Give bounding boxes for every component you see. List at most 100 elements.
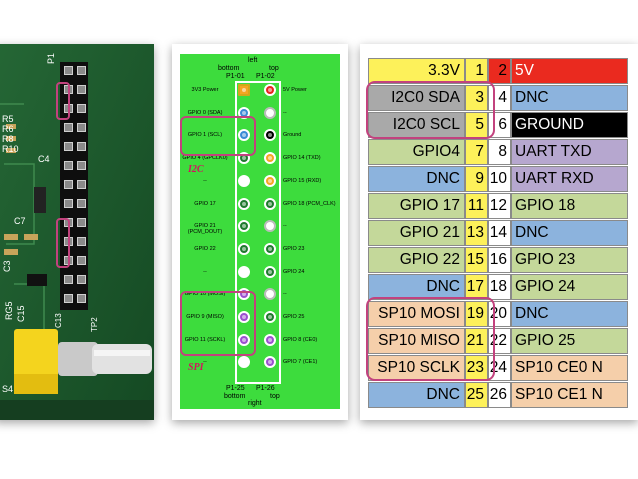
label-p1: P1 <box>46 52 56 64</box>
header-pin <box>77 123 86 132</box>
table-right-name: DNC <box>511 301 628 327</box>
label-bottom-right: top <box>270 393 280 400</box>
table-right-name: 5V <box>511 58 628 84</box>
header-pin <box>77 161 86 170</box>
table-right-name: UART TXD <box>511 139 628 165</box>
header-pin <box>64 66 73 75</box>
table-left-pin-number: 3 <box>465 85 488 111</box>
table-left-pin-number: 11 <box>465 193 488 219</box>
table-right-pin-number: 12 <box>488 193 511 219</box>
label-p1-25: P1-25 <box>226 385 245 392</box>
header-pin <box>64 294 73 303</box>
label-bottom-left: bottom <box>224 393 246 400</box>
diagram-left-label: GPIO 1 (SCL) <box>187 132 223 139</box>
diagram-right-label: GPIO 18 (PCM_CLK) <box>283 200 336 207</box>
label-p1-02: P1-02 <box>256 73 275 80</box>
label-left: left <box>248 57 258 64</box>
header-pin <box>77 180 86 189</box>
diagram-right-pin <box>264 311 276 323</box>
diagram-right-label: -- <box>283 223 287 230</box>
diagram-right-label: GPIO 25 <box>283 314 305 320</box>
label-c3: C3 <box>2 260 12 272</box>
header-pin <box>77 275 86 284</box>
label-r5: R5 <box>2 114 14 124</box>
table-right-pin-number: 10 <box>488 166 511 192</box>
header-pin <box>77 237 86 246</box>
diagram-right-pin <box>264 106 276 119</box>
diagram-i2c-highlight <box>180 116 256 156</box>
diagram-left-label: GPIO 17 <box>194 200 216 207</box>
table-right-name: GROUND <box>511 112 628 138</box>
diagram-left-label: GPIO 11 (SCKL) <box>184 336 226 343</box>
label-c7: C7 <box>14 216 26 226</box>
diagram-header-box <box>235 81 281 384</box>
header-pin <box>77 104 86 113</box>
diagram-left-pin <box>238 311 250 323</box>
diagram-left-label: GPIO 22 <box>194 245 216 252</box>
table-left-name: DNC <box>368 382 465 408</box>
diagram-left-pin <box>238 197 250 210</box>
label-i2c: I2C <box>188 164 204 175</box>
label-p1-01: P1-01 <box>226 73 245 80</box>
table-right-name: SP10 CE1 N <box>511 382 628 408</box>
table-left-name: SP10 SCLK <box>368 355 465 381</box>
label-p1-26: P1-26 <box>256 385 275 392</box>
table-left-name: I2C0 SCL <box>368 112 465 138</box>
table-left-pin-number: 19 <box>465 301 488 327</box>
table-right-name: SP10 CE0 N <box>511 355 628 381</box>
diagram-right-pin <box>264 242 276 255</box>
table-right-pin-number: 14 <box>488 220 511 246</box>
diagram-right-pin <box>264 220 276 233</box>
diagram-left-pin <box>238 84 250 96</box>
header-pin <box>64 180 73 189</box>
header-spi-highlight <box>56 218 70 268</box>
diagram-left-pin <box>238 220 250 233</box>
diagram-right-label: GPIO 15 (RXD) <box>283 177 322 184</box>
table-left-pin-number: 15 <box>465 247 488 273</box>
table-right-name: GPIO 25 <box>511 328 628 354</box>
label-tp2: TP2 <box>90 317 99 332</box>
diagram-spi-highlight <box>180 291 256 356</box>
header-pin <box>64 199 73 208</box>
table-left-name: 3.3V <box>368 58 465 84</box>
label-spi: SPI <box>188 362 204 373</box>
header-i2c-highlight <box>56 82 70 120</box>
diagram-right-label: GPIO 23 <box>283 245 305 252</box>
table-right-name: GPIO 23 <box>511 247 628 273</box>
table-left-name: GPIO 22 <box>368 247 465 273</box>
diagram-left-label: GPIO 10 (MOSI) <box>184 291 226 298</box>
label-col-left-top: bottom <box>218 65 240 72</box>
table-right-pin-number: 18 <box>488 274 511 300</box>
header-pin <box>77 85 86 94</box>
header-pin <box>77 294 86 303</box>
table-right-name: UART RXD <box>511 166 628 192</box>
label-r10: R10 <box>2 144 19 154</box>
diagram-right-label: 5V Power <box>283 87 307 93</box>
label-rg5: RG5 <box>4 301 14 320</box>
table-right-pin-number: 8 <box>488 139 511 165</box>
diagram-right-label: GPIO 7 (CE1) <box>283 359 318 366</box>
diagram-right-pin <box>264 174 276 187</box>
header-pin <box>77 218 86 227</box>
diagram-right-label: Ground <box>283 132 302 139</box>
diagram-left-label: -- <box>203 177 207 184</box>
table-left-pin-number: 5 <box>465 112 488 138</box>
diagram-left-pin <box>238 129 250 142</box>
diagram-left-label: -- <box>203 268 207 275</box>
diagram-left-pin <box>238 356 250 369</box>
table-left-pin-number: 13 <box>465 220 488 246</box>
diagram-left-pin <box>238 174 250 187</box>
table-left-name: DNC <box>368 166 465 192</box>
